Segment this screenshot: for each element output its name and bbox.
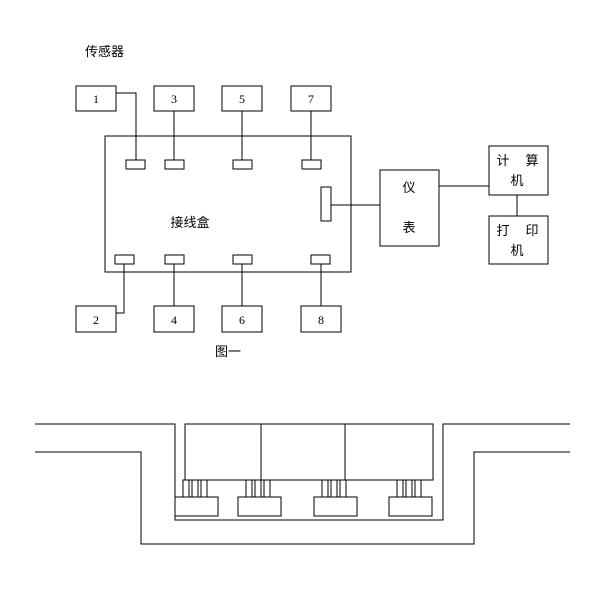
figure-caption: 图一	[215, 345, 241, 360]
junction-box	[104, 135, 352, 273]
terminal-5	[232, 159, 253, 170]
sensor-4-label: 4	[171, 313, 177, 327]
load-cell-1	[174, 479, 219, 517]
terminal-7	[301, 159, 322, 170]
sensor-5-label: 5	[239, 92, 245, 106]
pit-inner-outline	[35, 423, 570, 521]
meter-label-bottom: 表	[402, 221, 415, 236]
sensor-1: 1	[75, 85, 117, 112]
computer-label-c: 机	[510, 174, 523, 189]
load-cell-3	[313, 479, 358, 517]
output-terminal	[320, 186, 332, 222]
sensor-7-label: 7	[308, 92, 314, 106]
load-cell-4	[388, 479, 433, 517]
printer-label-c: 机	[510, 244, 523, 259]
scale-platform	[184, 423, 434, 481]
wire-1	[116, 92, 137, 160]
sensor-7: 7	[290, 85, 332, 112]
sensor-3-label: 3	[171, 92, 177, 106]
terminal-8	[310, 254, 331, 265]
meter-box	[379, 169, 440, 247]
sensor-2-label: 2	[93, 313, 99, 327]
sensor-1-label: 1	[93, 92, 99, 106]
sensor-3: 3	[153, 85, 195, 112]
sensor-4: 4	[153, 305, 195, 333]
load-cell-2	[237, 479, 282, 517]
computer-label-b: 算	[525, 154, 538, 169]
terminal-6	[232, 254, 253, 265]
sensor-8-label: 8	[318, 313, 324, 327]
pit-outer-outline	[35, 451, 570, 545]
sensor-group-label: 传感器	[85, 44, 124, 60]
sensor-2: 2	[75, 305, 117, 333]
sensor-8: 8	[300, 305, 342, 333]
computer-label-a: 计	[496, 154, 509, 169]
terminal-4	[164, 254, 185, 265]
terminal-3	[164, 159, 185, 170]
printer-label-b: 印	[525, 224, 538, 239]
junction-box-label: 接线盒	[170, 215, 209, 231]
wire-2	[116, 264, 125, 314]
terminal-2	[114, 254, 135, 265]
terminal-1	[125, 159, 146, 170]
printer-box	[488, 215, 549, 265]
sensor-6-label: 6	[239, 313, 245, 327]
sensor-6: 6	[221, 305, 263, 333]
meter-label-top: 仪	[402, 181, 415, 196]
sensor-5: 5	[221, 85, 263, 112]
computer-box	[488, 145, 549, 196]
printer-label-a: 打	[496, 224, 509, 239]
pit-cross-section	[35, 423, 570, 545]
